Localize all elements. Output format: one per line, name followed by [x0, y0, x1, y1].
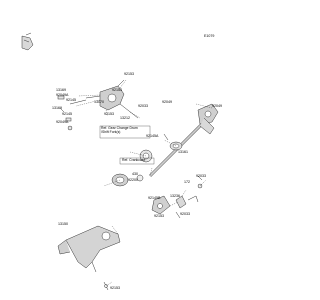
part-label-p17: 430 [132, 172, 138, 176]
top-left-bracket-part [21, 32, 34, 51]
part-label-p22: 172 [184, 180, 190, 184]
part-label-p15: 13161 [178, 150, 188, 154]
reference-frames [99, 125, 155, 165]
part-label-p25: 13150 [58, 222, 68, 226]
shift-shaft [148, 103, 219, 178]
part-label-p16: 92049 [212, 104, 222, 108]
reference-crankcase: Ref. Crankcase [122, 158, 146, 162]
reference-gear-change-drum: Ref. Gear Change Drum /Shift Fork(s) [101, 126, 138, 134]
lower-right-parts [175, 175, 203, 219]
shift-arm-assembly [69, 79, 139, 119]
part-label-p23: 92033 [180, 212, 190, 216]
part-label-p7: 92049A [56, 120, 69, 124]
part-label-p9: 92153 [112, 88, 122, 92]
part-label-p6: 92145 [62, 112, 72, 116]
part-label-p12: 92033 [138, 104, 148, 108]
return-spring [163, 133, 183, 151]
part-label-p21: 92033 [196, 174, 206, 178]
part-label-p8: 13070 [94, 100, 104, 104]
part-label-p1: 92153 [124, 72, 134, 76]
shift-pedal [57, 225, 121, 291]
part-label-p13: 92049 [162, 100, 172, 104]
left-small-parts [57, 95, 73, 131]
exploded-parts-diagram [21, 32, 219, 291]
part-label-p24: 92153 [154, 214, 164, 218]
part-label-p20: 13236 [170, 194, 180, 198]
shift-link [151, 195, 171, 215]
part-label-p4: 92145 [66, 98, 76, 102]
part-label-p18: 92200 [128, 178, 138, 182]
washer [136, 174, 144, 182]
part-label-p2: 13169 [56, 88, 66, 92]
leader-lines [75, 79, 213, 287]
part-label-p14: 92145A [146, 134, 159, 138]
part-label-p3: 92049A [56, 93, 69, 97]
part-label-p10: 92153 [104, 112, 114, 116]
part-label-p5: 13169 [52, 106, 62, 110]
figure-code: E1079 [204, 34, 215, 38]
part-label-p19: 92145B [148, 196, 161, 200]
part-label-p26: 92153 [110, 286, 120, 290]
part-label-p11: 13212 [120, 116, 130, 120]
